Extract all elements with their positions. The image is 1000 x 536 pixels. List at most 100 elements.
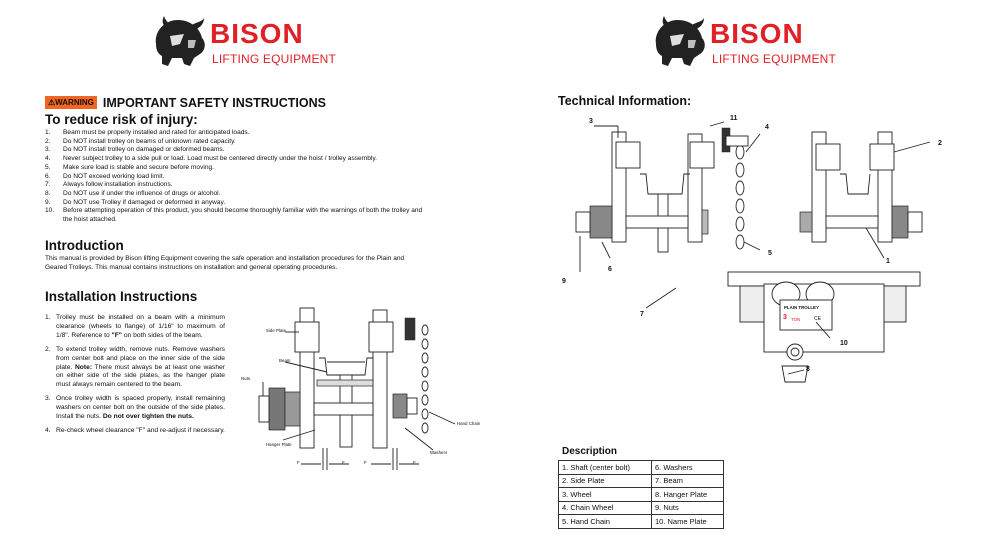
safety-header: ⚠WARNING IMPORTANT SAFETY INSTRUCTIONS xyxy=(45,94,326,110)
callout-6: 6 xyxy=(608,266,612,273)
bison-logo: BISON LIFTING EQUIPMENT xyxy=(150,14,350,70)
description-cell: 2. Side Plate xyxy=(558,473,652,488)
risk-item-text: Do NOT use Trolley if damaged or deforme… xyxy=(63,198,226,206)
installation-item: 1. Trolley must be installed on a beam wi… xyxy=(45,314,225,341)
installation-item-number: 1. xyxy=(45,314,51,321)
callout-1: 1 xyxy=(886,258,890,265)
technical-information-heading: Technical Information: xyxy=(558,94,692,108)
label-side-plate: Side Plate xyxy=(266,328,287,333)
risk-item-text: Never subject trolley to a side pull or … xyxy=(63,155,377,163)
installation-item-text: Once trolley width is spaced properly, i… xyxy=(56,395,225,421)
label-f-2: F xyxy=(342,460,345,465)
callout-3: 3 xyxy=(589,118,593,125)
risk-item: 3. Do NOT install trolley on damaged or d… xyxy=(45,146,425,155)
label-beam: Beam xyxy=(279,358,291,363)
callout-2: 2 xyxy=(938,140,942,147)
label-nuts: Nuts xyxy=(241,376,251,381)
callout-10: 10 xyxy=(840,340,848,347)
risk-item-number: 5. xyxy=(45,163,51,171)
description-heading: Description xyxy=(562,446,618,457)
safety-title: IMPORTANT SAFETY INSTRUCTIONS xyxy=(102,95,326,110)
risk-item-number: 1. xyxy=(45,129,51,136)
risk-item-number: 3. xyxy=(45,146,51,154)
brand-name: BISON xyxy=(710,18,804,49)
label-f-3: F xyxy=(364,460,367,465)
installation-item-number: 2. xyxy=(45,345,51,353)
risk-item-text: Beam must be properly installed and rate… xyxy=(63,129,250,136)
risk-list: 1. Beam must be properly installed and ra… xyxy=(45,129,425,225)
name-plate-unit: TON xyxy=(791,317,801,322)
callout-11: 11 xyxy=(730,115,738,122)
risk-item: 10.Before attempting operation of this p… xyxy=(45,207,425,224)
installation-item-text: on both sides of the beam. xyxy=(121,331,203,339)
risk-item: 1. Beam must be properly installed and ra… xyxy=(45,129,425,138)
installation-item-emphasis: Note: xyxy=(74,363,93,371)
risk-item: 7. Always follow installation instruction… xyxy=(45,181,425,190)
bison-logo: BISON LIFTING EQUIPMENT xyxy=(650,14,850,70)
callout-8: 8 xyxy=(806,366,810,373)
installation-item-emphasis: Do not over tighten the nuts. xyxy=(102,413,194,421)
description-cell: 3. Wheel xyxy=(558,487,652,502)
risk-item-number: 7. xyxy=(45,181,51,189)
hand-chain-graphic xyxy=(404,317,429,434)
risk-item-text: Do NOT use if under the influence of dru… xyxy=(63,189,221,197)
description-cell: 6. Washers xyxy=(651,460,724,475)
warning-badge: ⚠WARNING xyxy=(45,96,97,110)
risk-item: 2. Do NOT install trolley on beams of unk… xyxy=(45,138,425,147)
risk-item: 9. Do NOT use Trolley if damaged or defor… xyxy=(45,199,425,208)
callout-4: 4 xyxy=(765,124,769,131)
name-plate-ce: CE xyxy=(814,316,821,322)
label-f-1: F xyxy=(297,460,300,465)
label-f-4: F xyxy=(413,460,416,465)
label-washers: Washers xyxy=(430,450,448,455)
description-cell: 4. Chain Wheel xyxy=(558,500,652,515)
installation-heading: Installation Instructions xyxy=(45,289,198,304)
risk-item-text: Make sure load is stable and secure befo… xyxy=(63,163,215,171)
bison-logo-icon xyxy=(155,16,205,66)
installation-diagram xyxy=(258,307,456,470)
risk-item: 8. Do NOT use if under the influence of d… xyxy=(45,190,425,199)
label-hand-chain: Hand Chain xyxy=(457,421,481,426)
risk-item-number: 2. xyxy=(45,137,51,145)
technical-diagram xyxy=(575,121,931,383)
brand-subtitle: LIFTING EQUIPMENT xyxy=(212,52,337,66)
label-hanger-plate: Hanger Plate xyxy=(266,442,292,447)
risk-item-number: 8. xyxy=(45,189,51,197)
risk-item-number: 9. xyxy=(45,198,51,206)
description-cell: 9. Nuts xyxy=(651,500,724,515)
risk-item-number: 4. xyxy=(45,155,51,163)
installation-item: 3. Once trolley width is spaced properly,… xyxy=(45,395,225,422)
introduction-heading: Introduction xyxy=(45,238,124,253)
manual-page-left: BISON LIFTING EQUIPMENT ⚠WARNING IMPORTAN… xyxy=(45,14,481,470)
callout-5: 5 xyxy=(768,250,772,257)
name-plate-capacity: 3 xyxy=(783,314,787,321)
installation-item-number: 4. xyxy=(45,426,51,434)
installation-list: 1. Trolley must be installed on a beam wi… xyxy=(45,314,225,441)
manual-page-right: BISON LIFTING EQUIPMENT Technical Inform… xyxy=(500,0,1000,536)
installation-item-text: Re-check wheel clearance "F" and re-adju… xyxy=(56,426,225,434)
installation-item: 4. Re-check wheel clearance "F" and re-ad… xyxy=(45,427,225,436)
risk-item: 6.Do NOT exceed working load limit. xyxy=(45,173,425,182)
callout-9: 9 xyxy=(562,278,566,285)
description-cell: 8. Hanger Plate xyxy=(651,487,724,502)
risk-item-text: Do NOT install trolley on beams of unkno… xyxy=(63,137,236,145)
installation-item-number: 3. xyxy=(45,395,51,403)
bison-logo-icon xyxy=(655,16,705,66)
risk-item: 5. Make sure load is stable and secure be… xyxy=(45,164,425,173)
description-cell: 7. Beam xyxy=(651,473,724,488)
description-cell: 1. Shaft (center bolt) xyxy=(558,460,652,475)
risk-item-text: Do NOT install trolley on damaged or def… xyxy=(63,146,225,154)
risk-item-text: Always follow installation instructions. xyxy=(63,181,173,189)
installation-item-text: There must always be at least one washer… xyxy=(56,363,225,389)
risk-item-number: 6. xyxy=(45,172,51,180)
installation-item-text: Trolley must be installed on a beam with… xyxy=(56,314,225,339)
risk-item-number: 10. xyxy=(45,207,55,215)
risk-item: 4. Never subject trolley to a side pull o… xyxy=(45,155,425,164)
installation-item-emphasis: "F" xyxy=(111,331,122,339)
description-row: 1. Shaft (center bolt)6. Washers xyxy=(558,460,724,475)
callout-7: 7 xyxy=(640,311,644,318)
